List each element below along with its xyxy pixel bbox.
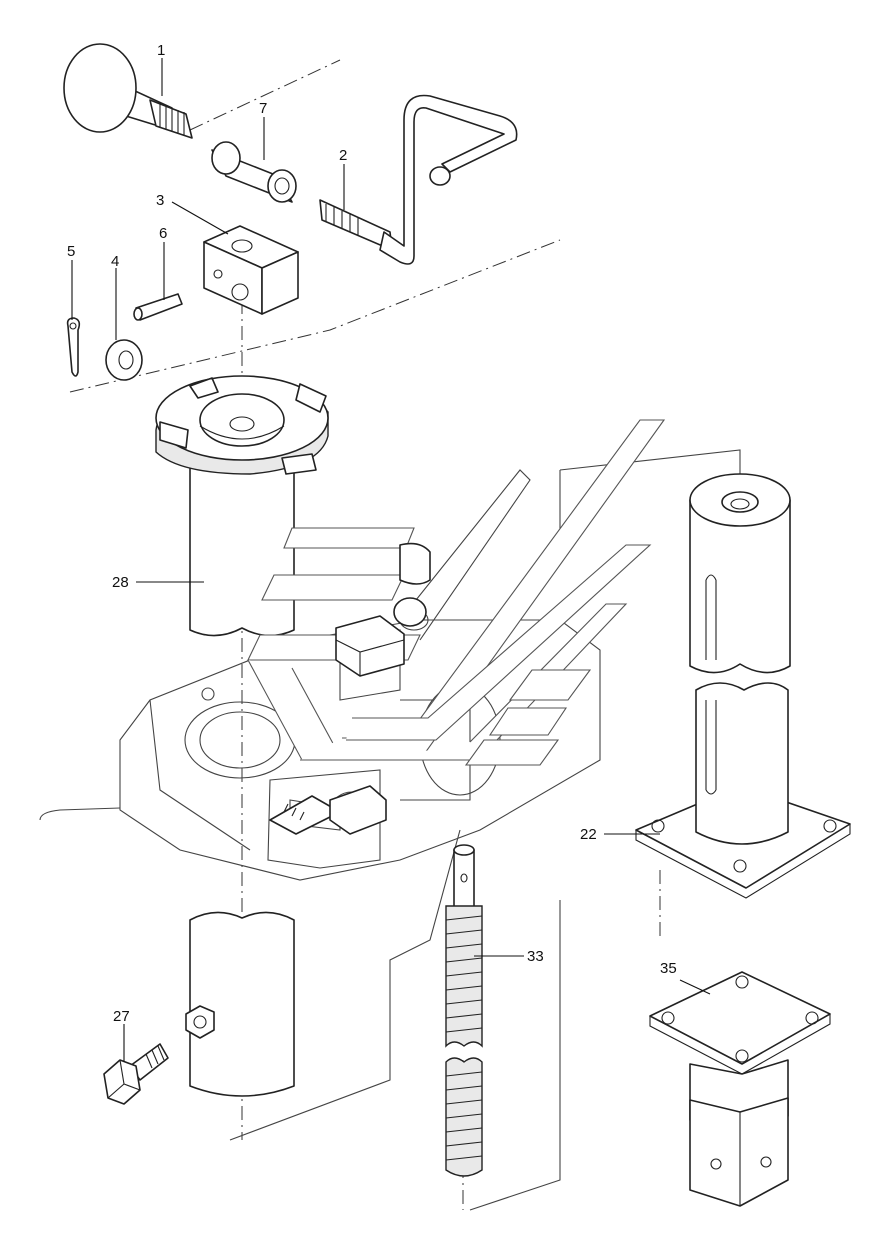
watermark-logo	[247, 419, 666, 766]
label-part-35: 35	[660, 960, 677, 977]
leader-lines	[71, 58, 711, 1062]
label-part-2: 2	[339, 147, 347, 164]
label-part-4: 4	[111, 253, 119, 270]
part-1-knob	[63, 43, 193, 139]
part-27-bolt	[103, 1043, 169, 1105]
label-part-28: 28	[112, 574, 129, 591]
label-part-1: 1	[157, 42, 165, 59]
part-4-washer	[105, 339, 143, 381]
part-labels: 1 7 2 3 6 5 4 28 22 33 35 27	[67, 42, 677, 1025]
label-part-33: 33	[527, 948, 544, 965]
label-part-27: 27	[113, 1008, 130, 1025]
part-7-sleeve	[211, 141, 297, 203]
label-part-3: 3	[156, 192, 164, 209]
background-assembly	[39, 449, 741, 1211]
part-33-threaded-rod	[445, 844, 483, 1177]
label-part-5: 5	[67, 243, 75, 260]
part-35-square-post	[649, 971, 831, 1207]
part-6-pin	[133, 293, 183, 321]
label-part-6: 6	[159, 225, 167, 242]
part-2-handle	[319, 94, 518, 265]
part-3-block	[203, 225, 299, 315]
label-part-7: 7	[259, 100, 267, 117]
part-5-cotter-pin	[66, 317, 81, 377]
label-part-22: 22	[580, 826, 597, 843]
bottom-cylinder	[185, 911, 295, 1097]
assembly-nut	[269, 542, 431, 835]
part-22-post-plate	[635, 473, 851, 899]
